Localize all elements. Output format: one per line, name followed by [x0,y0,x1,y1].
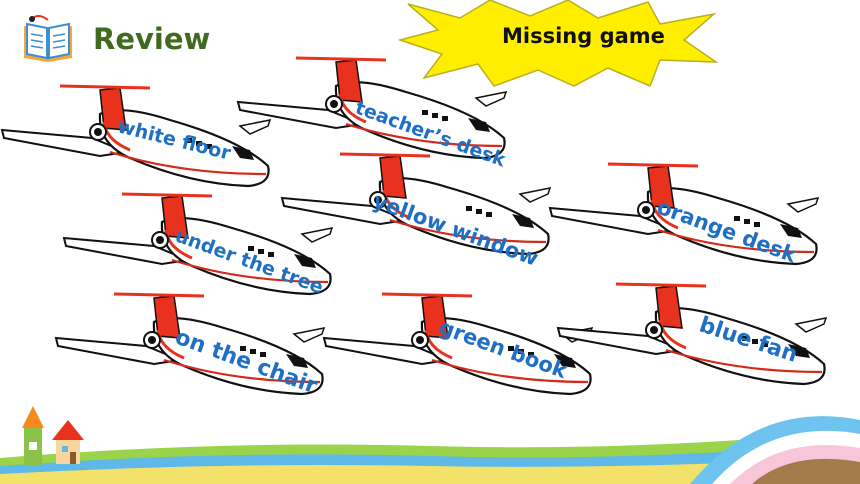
airplane-8 [556,272,836,392]
airplane-7 [322,282,602,402]
house-icon [22,406,84,466]
airplane-5 [62,182,342,302]
page-title: Review [93,22,211,56]
game-title: Missing game [502,24,665,48]
airplane-2 [236,46,516,166]
airplane-4 [548,152,828,272]
airplane-3 [280,142,560,262]
starburst-shape [398,0,718,87]
open-book-icon [24,15,72,62]
airplane-6 [54,282,334,402]
airplane-1 [0,74,280,194]
